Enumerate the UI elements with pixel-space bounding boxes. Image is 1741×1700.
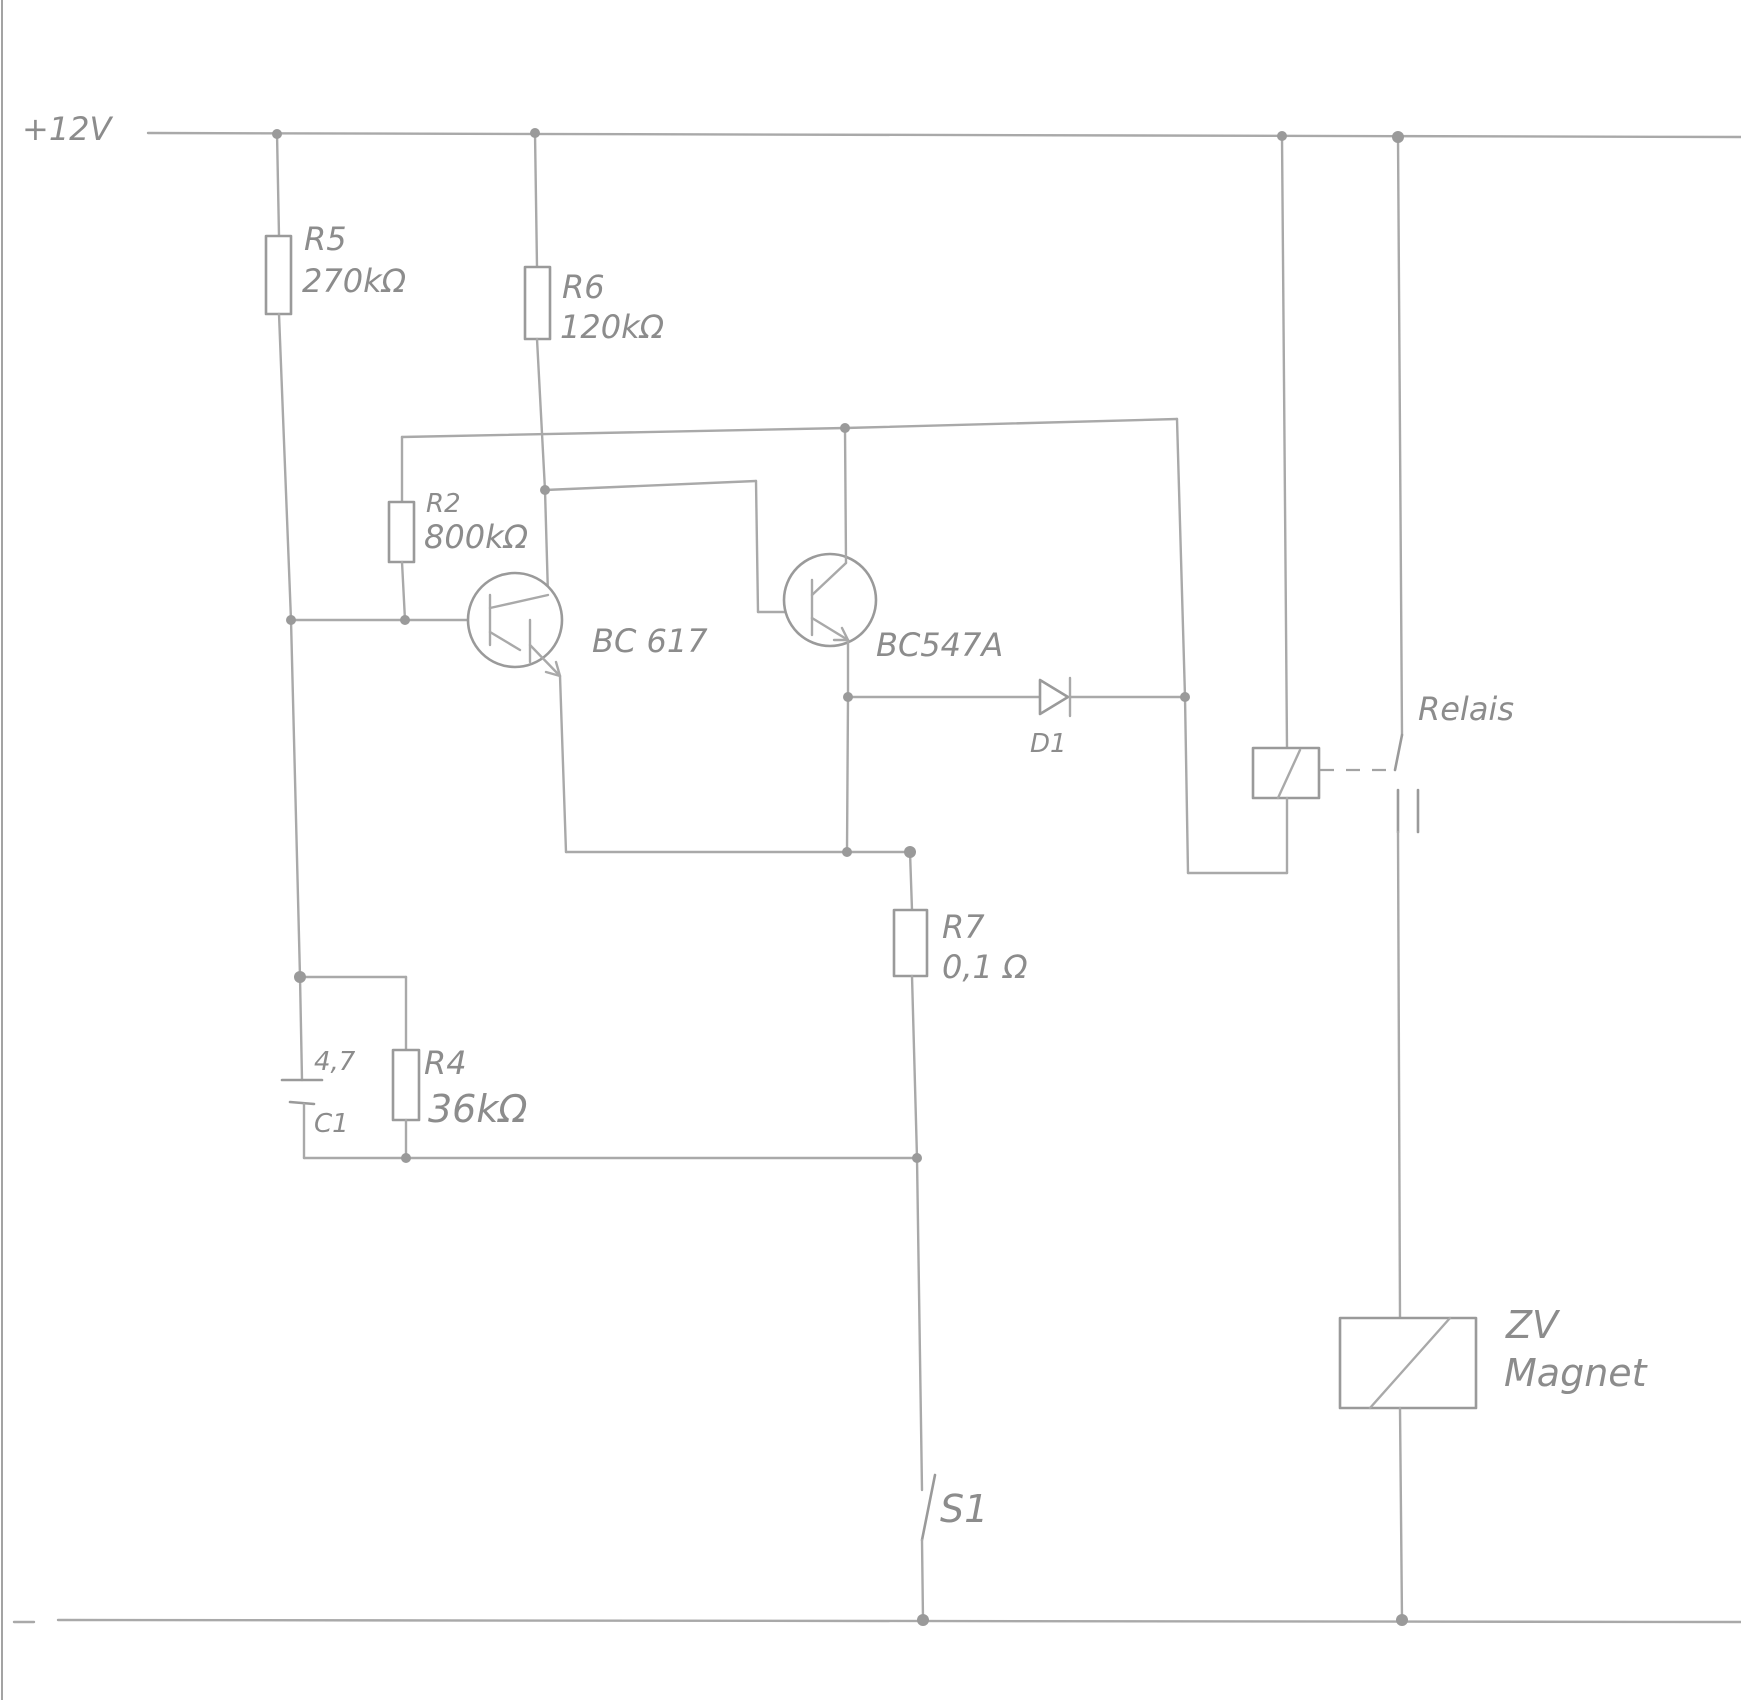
wire-r6-top (533, 131, 539, 269)
label-r7-value: 0,1 Ω (942, 948, 1028, 986)
wire-magnet-bottom (1398, 1406, 1404, 1622)
junction-q2-emitter (843, 692, 853, 702)
junction-top-bus (840, 423, 850, 433)
relay-contact-blade (1393, 733, 1404, 772)
transistor-q1-body (466, 571, 564, 669)
zv-magnet-diagonal (1368, 1316, 1452, 1410)
junction-relay-coil-top (1277, 131, 1287, 141)
label-r6-name: R6 (562, 268, 605, 306)
label-positive-rail: +12V (22, 110, 114, 148)
label-r6-value: 120kΩ (560, 308, 665, 346)
q1-collector-lead (488, 593, 550, 610)
resistor-r7 (892, 908, 929, 978)
capacitor-c1-plate-bottom (288, 1100, 316, 1106)
junction-bottom-bus (912, 1153, 922, 1163)
junction-r4-bottom (401, 1153, 411, 1163)
junction-relay-contact-top (1392, 131, 1404, 143)
label-r2-value: 800kΩ (424, 518, 529, 556)
wire-r5-bottom (277, 312, 293, 622)
junction-c1-top (294, 971, 306, 983)
label-r7-name: R7 (942, 908, 985, 946)
label-r5-name: R5 (304, 220, 347, 258)
wire-r2-bottom (400, 560, 407, 622)
label-r4-value: 36kΩ (428, 1087, 527, 1131)
junction-d1-right (1180, 692, 1190, 702)
junction-base-r2 (400, 615, 410, 625)
wire-q2-collector (843, 426, 848, 565)
wire-top-bus-left (400, 426, 847, 439)
q2-emitter-lead (810, 616, 850, 642)
resistor-r5 (264, 234, 293, 316)
wire-q1-emitter (558, 674, 568, 854)
junction-s1-bottom (917, 1614, 929, 1626)
label-d1: D1 (1030, 729, 1067, 759)
resistor-r6 (523, 265, 552, 341)
resistor-r2 (387, 500, 416, 564)
relay-coil-diagonal (1276, 748, 1302, 800)
wire-q1-c-to-q2-b-1 (543, 479, 758, 492)
wire-r7-bottom (910, 974, 919, 1160)
label-r5-value: 270kΩ (302, 262, 407, 300)
wire-right-bus (1175, 417, 1187, 699)
q1-emitter-inner (488, 630, 522, 652)
label-c1-name: C1 (314, 1109, 349, 1139)
wire-q2-emitter-down (845, 695, 850, 854)
label-relay: Relais (1418, 690, 1514, 728)
label-r2-name: R2 (426, 489, 461, 519)
junction-r6-top (530, 128, 540, 138)
diode-d1 (1038, 678, 1070, 716)
negative-rail (56, 1618, 1741, 1624)
resistor-r4 (391, 1048, 421, 1122)
wire-r6-bottom (535, 337, 547, 492)
q2-collector-lead (810, 561, 848, 597)
label-q2-type: BC547A (876, 626, 1003, 664)
junction-r5-top (272, 129, 282, 139)
label-switch-s1: S1 (940, 1487, 988, 1531)
label-magnet-line2: Magnet (1504, 1351, 1649, 1395)
wire-relay-contact-bottom (1396, 830, 1402, 1320)
wire-right-bus-down (1183, 695, 1190, 875)
label-magnet-line1: ZV (1505, 1303, 1561, 1347)
wire-left-vertical (289, 618, 302, 979)
relay-coil (1251, 746, 1321, 800)
wire-s1-bottom (920, 1538, 925, 1622)
positive-rail (146, 131, 1741, 139)
wire-s1-top (915, 1156, 924, 1492)
wire-relay-coil-top (1280, 134, 1289, 750)
wire-relay-contact-top (1396, 135, 1404, 737)
junction-r7-top (904, 846, 916, 858)
wire-top-bus-right (843, 417, 1179, 430)
wire-q1-collector (543, 488, 550, 597)
q1-emitter-lead (528, 643, 562, 678)
label-c1-value: 4,7 (314, 1047, 356, 1077)
junction-emitter-bus (842, 847, 852, 857)
label-r4-name: R4 (424, 1044, 467, 1082)
junction-magnet-bottom (1396, 1614, 1408, 1626)
wire-q1-c-to-q2-b-2 (754, 479, 760, 614)
junction-q1-collector (540, 485, 550, 495)
wire-c1-top (298, 975, 304, 1082)
wire-r5-top (275, 131, 281, 238)
label-q1-type: BC 617 (592, 622, 708, 660)
junction-base-left (286, 615, 296, 625)
switch-s1-lever (920, 1473, 937, 1542)
zv-magnet-coil (1338, 1316, 1478, 1410)
transistor-q2-body (782, 552, 878, 648)
wire-r7-top (908, 850, 914, 912)
